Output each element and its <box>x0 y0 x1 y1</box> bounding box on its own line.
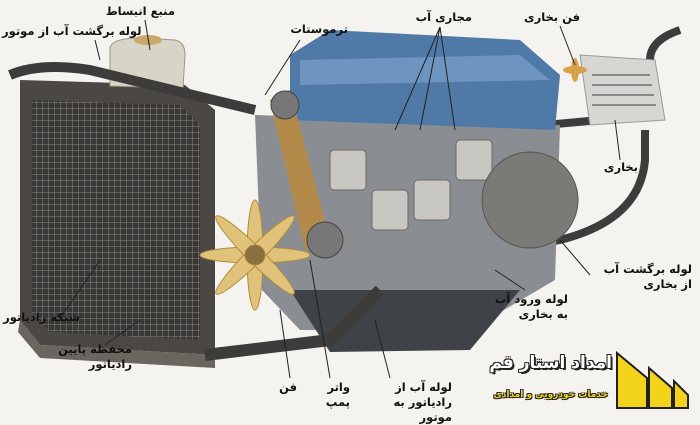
radiator-grid <box>32 100 200 340</box>
engine-return-hose <box>8 61 257 115</box>
pistons <box>329 139 493 231</box>
label-expansion-tank: منبع انبساط <box>105 4 175 18</box>
label-water-channels: مجاری آب <box>415 10 472 24</box>
logo-title: امداد استار قم <box>489 353 612 373</box>
label-fan: فن <box>279 380 297 394</box>
label-engine-return-pipe: لوله برگشت آب از موتور <box>2 24 142 38</box>
radiator-bottom-tank <box>18 320 215 368</box>
cam-pulley <box>270 90 300 120</box>
fan <box>199 199 311 311</box>
label-water-pump: واتر پمپ <box>325 380 350 409</box>
label-heater-fan: فن بخاری <box>524 10 580 24</box>
logo-mark <box>616 350 689 409</box>
leader-lines <box>59 19 621 379</box>
radiator-to-engine-hose <box>204 285 385 361</box>
label-heater-return-pipe: لوله برگشت آب از بخاری <box>603 262 692 291</box>
logo-subtitle: خدمات خودرویی و امدادی <box>493 390 609 400</box>
heater-return-hose <box>394 130 649 274</box>
label-heater: بخاری <box>603 160 638 174</box>
timing-belt <box>270 90 330 250</box>
label-radiator-to-engine-pipe: لوله آب از رادیاتور به موتور <box>393 380 452 424</box>
heater-fan <box>563 58 587 82</box>
radiator <box>18 80 215 368</box>
label-radiator-grid: شبکه رادیاتور <box>3 310 80 324</box>
label-radiator-bottom-tank: محفظه پایین رادیاتور <box>58 342 132 371</box>
heater-core <box>579 54 666 126</box>
label-thermostat: ترموستات <box>290 22 348 36</box>
label-heater-inlet-pipe: لوله ورود آب به بخاری <box>494 292 568 321</box>
crank-pulley <box>306 221 344 259</box>
oil-pan <box>290 290 520 352</box>
flywheel <box>481 151 579 249</box>
